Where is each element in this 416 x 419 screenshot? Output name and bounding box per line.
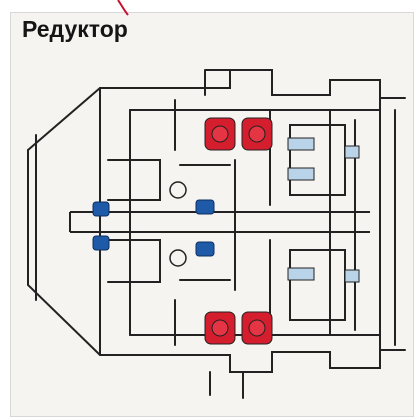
- blue-bearing-right-upper: [195, 199, 215, 215]
- blue-bearing-left-upper: [92, 201, 110, 217]
- blue-bearing-left-lower: [92, 235, 110, 251]
- gear-blocks: [287, 137, 360, 283]
- diagram-title: Редуктор: [22, 16, 128, 42]
- blue-bearing-right-lower: [195, 241, 215, 257]
- main-shaft: [69, 211, 370, 233]
- housing-outline: [27, 69, 406, 399]
- red-bearing-top-right: [241, 117, 273, 151]
- idler-circles: [169, 181, 187, 267]
- red-bearing-bottom-right: [241, 311, 273, 345]
- accent-line: [117, 0, 129, 16]
- red-bearing-bottom-left: [204, 311, 236, 345]
- red-bearing-top-left: [204, 117, 236, 151]
